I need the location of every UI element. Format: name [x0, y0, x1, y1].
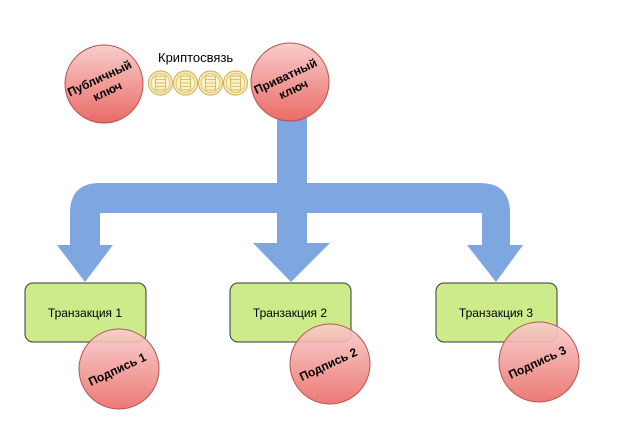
signature-node-1[interactable]: Подпись 1 [78, 328, 160, 410]
chain-coins-icon [147, 70, 249, 96]
transaction-label: Транзакция 1 [48, 306, 122, 320]
chain-coin [222, 70, 249, 96]
arrow-head-left [57, 245, 113, 282]
signature-circle [78, 328, 160, 410]
signature-node-2[interactable]: Подпись 2 [289, 323, 371, 405]
private-key-circle [250, 42, 330, 122]
public-key-circle [64, 44, 144, 124]
signature-circle [498, 321, 580, 403]
private-key-node[interactable]: Приватный ключ [250, 42, 330, 122]
transaction-label: Транзакция 2 [253, 306, 327, 320]
arrow-head-right [467, 245, 523, 282]
chain-coin [172, 70, 199, 96]
public-key-node[interactable]: Публичный ключ [64, 44, 144, 124]
arrow-horizontal-bar [70, 183, 510, 245]
transaction-label: Транзакция 3 [459, 306, 533, 320]
distribution-arrows [57, 112, 523, 282]
transaction-node-1[interactable]: Транзакция 1 [24, 282, 147, 343]
chain-coin [147, 70, 174, 96]
arrow-head-middle [253, 243, 330, 282]
signature-circle [289, 323, 371, 405]
arrow-stem [277, 112, 307, 245]
crypto-link-label: Криптосвязь [158, 50, 233, 65]
transaction-box [24, 282, 147, 343]
signature-node-3[interactable]: Подпись 3 [498, 321, 580, 403]
chain-coin [197, 70, 224, 96]
